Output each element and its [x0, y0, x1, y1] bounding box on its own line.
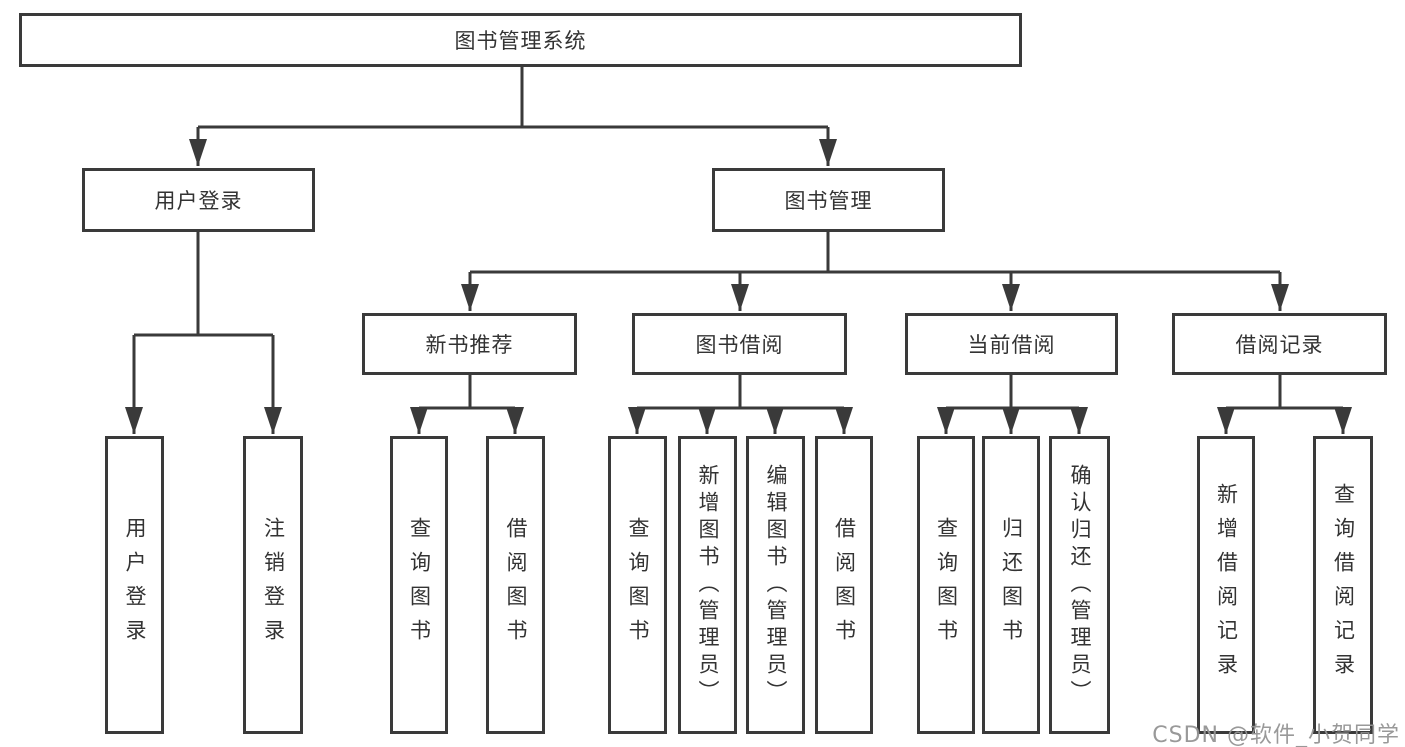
- node-new-book-recommend: 新书推荐: [362, 313, 577, 375]
- leaf-label: 归还图书: [999, 517, 1024, 653]
- leaf-label: 借阅图书: [832, 517, 857, 653]
- leaf-confirm-return-admin: 确认归还（管理员）: [1049, 436, 1110, 734]
- leaf-query-books-2: 查询图书: [608, 436, 667, 734]
- leaf-label: 借阅图书: [504, 517, 528, 653]
- leaf-label: 查询借阅记录: [1331, 483, 1356, 687]
- leaf-label: 查询图书: [407, 517, 432, 653]
- csdn-watermark: CSDN @软件_小贺同学: [1152, 723, 1400, 747]
- leaf-logout: 注销登录: [243, 436, 303, 734]
- leaf-label: 新增图书（管理员）: [696, 463, 720, 707]
- node-current-borrow: 当前借阅: [905, 313, 1118, 375]
- node-book-borrow: 图书借阅: [632, 313, 847, 375]
- leaf-query-borrow-record: 查询借阅记录: [1313, 436, 1373, 734]
- leaf-add-books-admin: 新增图书（管理员）: [678, 436, 737, 734]
- connector-root-split: [198, 67, 828, 129]
- leaf-borrow-books-2: 借阅图书: [815, 436, 873, 734]
- node-library-system: 图书管理系统: [19, 13, 1022, 67]
- leaf-return-books: 归还图书: [982, 436, 1040, 734]
- connector-book-borrow-split: [637, 375, 844, 410]
- connector-book-mgmt-split: [470, 232, 1280, 274]
- leaf-borrow-books-1: 借阅图书: [486, 436, 545, 734]
- leaf-query-books-3: 查询图书: [917, 436, 975, 734]
- leaf-label: 新增借阅记录: [1214, 483, 1239, 687]
- leaf-label: 确认归还（管理员）: [1068, 463, 1092, 707]
- leaf-add-borrow-record: 新增借阅记录: [1197, 436, 1255, 734]
- connector-user-login-split: [134, 232, 273, 337]
- connector-borrow-records-split: [1226, 375, 1343, 410]
- leaf-label: 用户登录: [123, 517, 147, 653]
- leaf-query-books-1: 查询图书: [390, 436, 448, 734]
- leaf-user-login: 用户登录: [105, 436, 164, 734]
- connector-new-books-split: [419, 375, 515, 410]
- leaf-label: 注销登录: [261, 517, 286, 653]
- node-book-management: 图书管理: [712, 168, 945, 232]
- leaf-label: 编辑图书（管理员）: [764, 463, 788, 707]
- leaf-edit-books-admin: 编辑图书（管理员）: [746, 436, 805, 734]
- leaf-label: 查询图书: [934, 517, 959, 653]
- leaf-label: 查询图书: [626, 517, 650, 653]
- node-borrow-records: 借阅记录: [1172, 313, 1387, 375]
- connector-current-borrow-split: [946, 375, 1079, 410]
- node-user-login: 用户登录: [82, 168, 315, 232]
